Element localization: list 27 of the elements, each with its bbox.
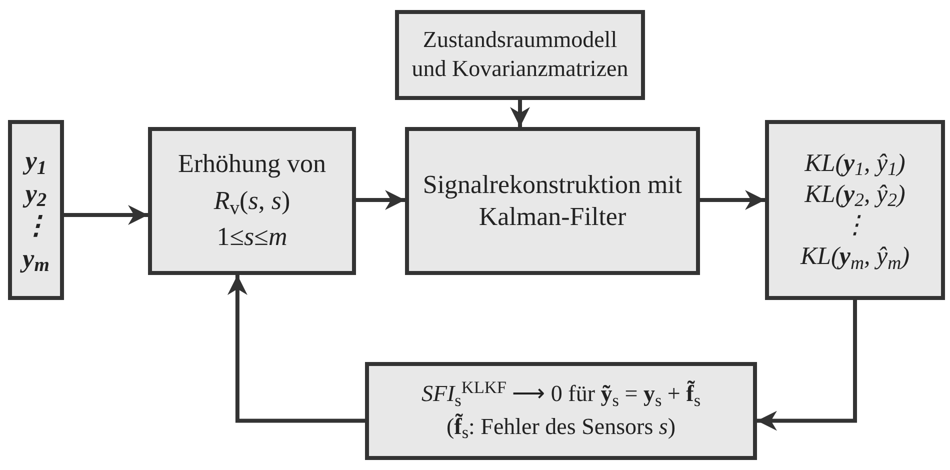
box-text: (f̃$_{s}$: Fehler des Sensors s) [446,413,676,442]
arrow [510,100,530,127]
arrow [227,275,365,423]
arrow [356,190,405,210]
vector-entry: KL(y$_{2}$, ŷ$_{2}$) [804,180,906,210]
vector-entry: ⋮ [23,210,49,242]
vector-box [765,120,945,300]
vector-entry: y$_{m}$ [22,242,50,275]
box-text: R$_{v}$(s, s) [214,184,290,218]
box-text: 1≤s≤m [216,221,288,254]
vector-entry: y$_{2}$ [25,178,47,210]
process-box [405,127,700,275]
box-text: SFI$_{s}$$^{KLKF}$ ⟶ 0 für ỹ$_{s}$ = y$_{s}$ + f̃$_{s}$ [421,380,701,409]
arrow [64,205,148,225]
vector-entry: y$_{1}$ [25,145,47,178]
vector-entry: ⋮ [842,211,868,241]
arrow [757,300,857,431]
box-text: Erhöhung von [178,148,326,180]
vector-entry: KL(y$_{m}$, ŷ$_{m}$) [800,242,910,272]
process-box [365,362,757,460]
box-text: Signalrekonstruktion mit Kalman-Filter [422,168,684,233]
arrow [700,190,765,210]
vector-entry: KL(y$_{1}$, ŷ$_{1}$) [804,148,906,179]
vector-box [8,120,64,300]
box-text: Zustandsraummodell und Kovarianzmatrizen [410,26,630,83]
process-box [395,10,645,100]
process-box [148,127,356,275]
